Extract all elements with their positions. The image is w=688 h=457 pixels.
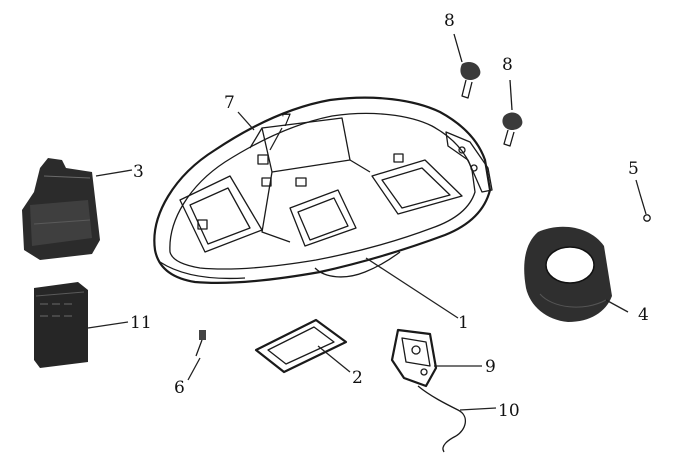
callout-7-center: 7: [281, 111, 292, 131]
part-gasket-tray: [254, 318, 348, 374]
callout-4: 4: [638, 305, 649, 325]
callout-5: 5: [628, 159, 639, 179]
part-pin: [639, 193, 651, 222]
part-bolt-lower: [502, 79, 523, 147]
callout-2: 2: [352, 368, 363, 388]
callout-8-upper: 8: [444, 11, 455, 31]
leader-lines: [87, 111, 641, 411]
callout-9: 9: [485, 357, 496, 377]
callout-3: 3: [133, 162, 144, 182]
part-side-cover: [22, 158, 100, 260]
part-storage-box: [153, 96, 493, 284]
part-clip: [195, 330, 206, 357]
callout-1: 1: [458, 313, 469, 333]
part-cover-plate: [524, 226, 612, 322]
part-bolt-upper: [453, 33, 481, 99]
callout-8-lower: 8: [502, 55, 513, 75]
part-cable: [417, 385, 466, 453]
callout-10: 10: [498, 401, 520, 421]
callout-7-left: 7: [224, 93, 235, 113]
callout-6: 6: [174, 378, 185, 398]
part-battery-box: [34, 282, 88, 368]
callout-11: 11: [130, 313, 152, 333]
callout-labels: 1 2 3 4 5 6 7 7 8 8 9 10 11: [130, 11, 649, 421]
part-latch: [390, 328, 438, 388]
